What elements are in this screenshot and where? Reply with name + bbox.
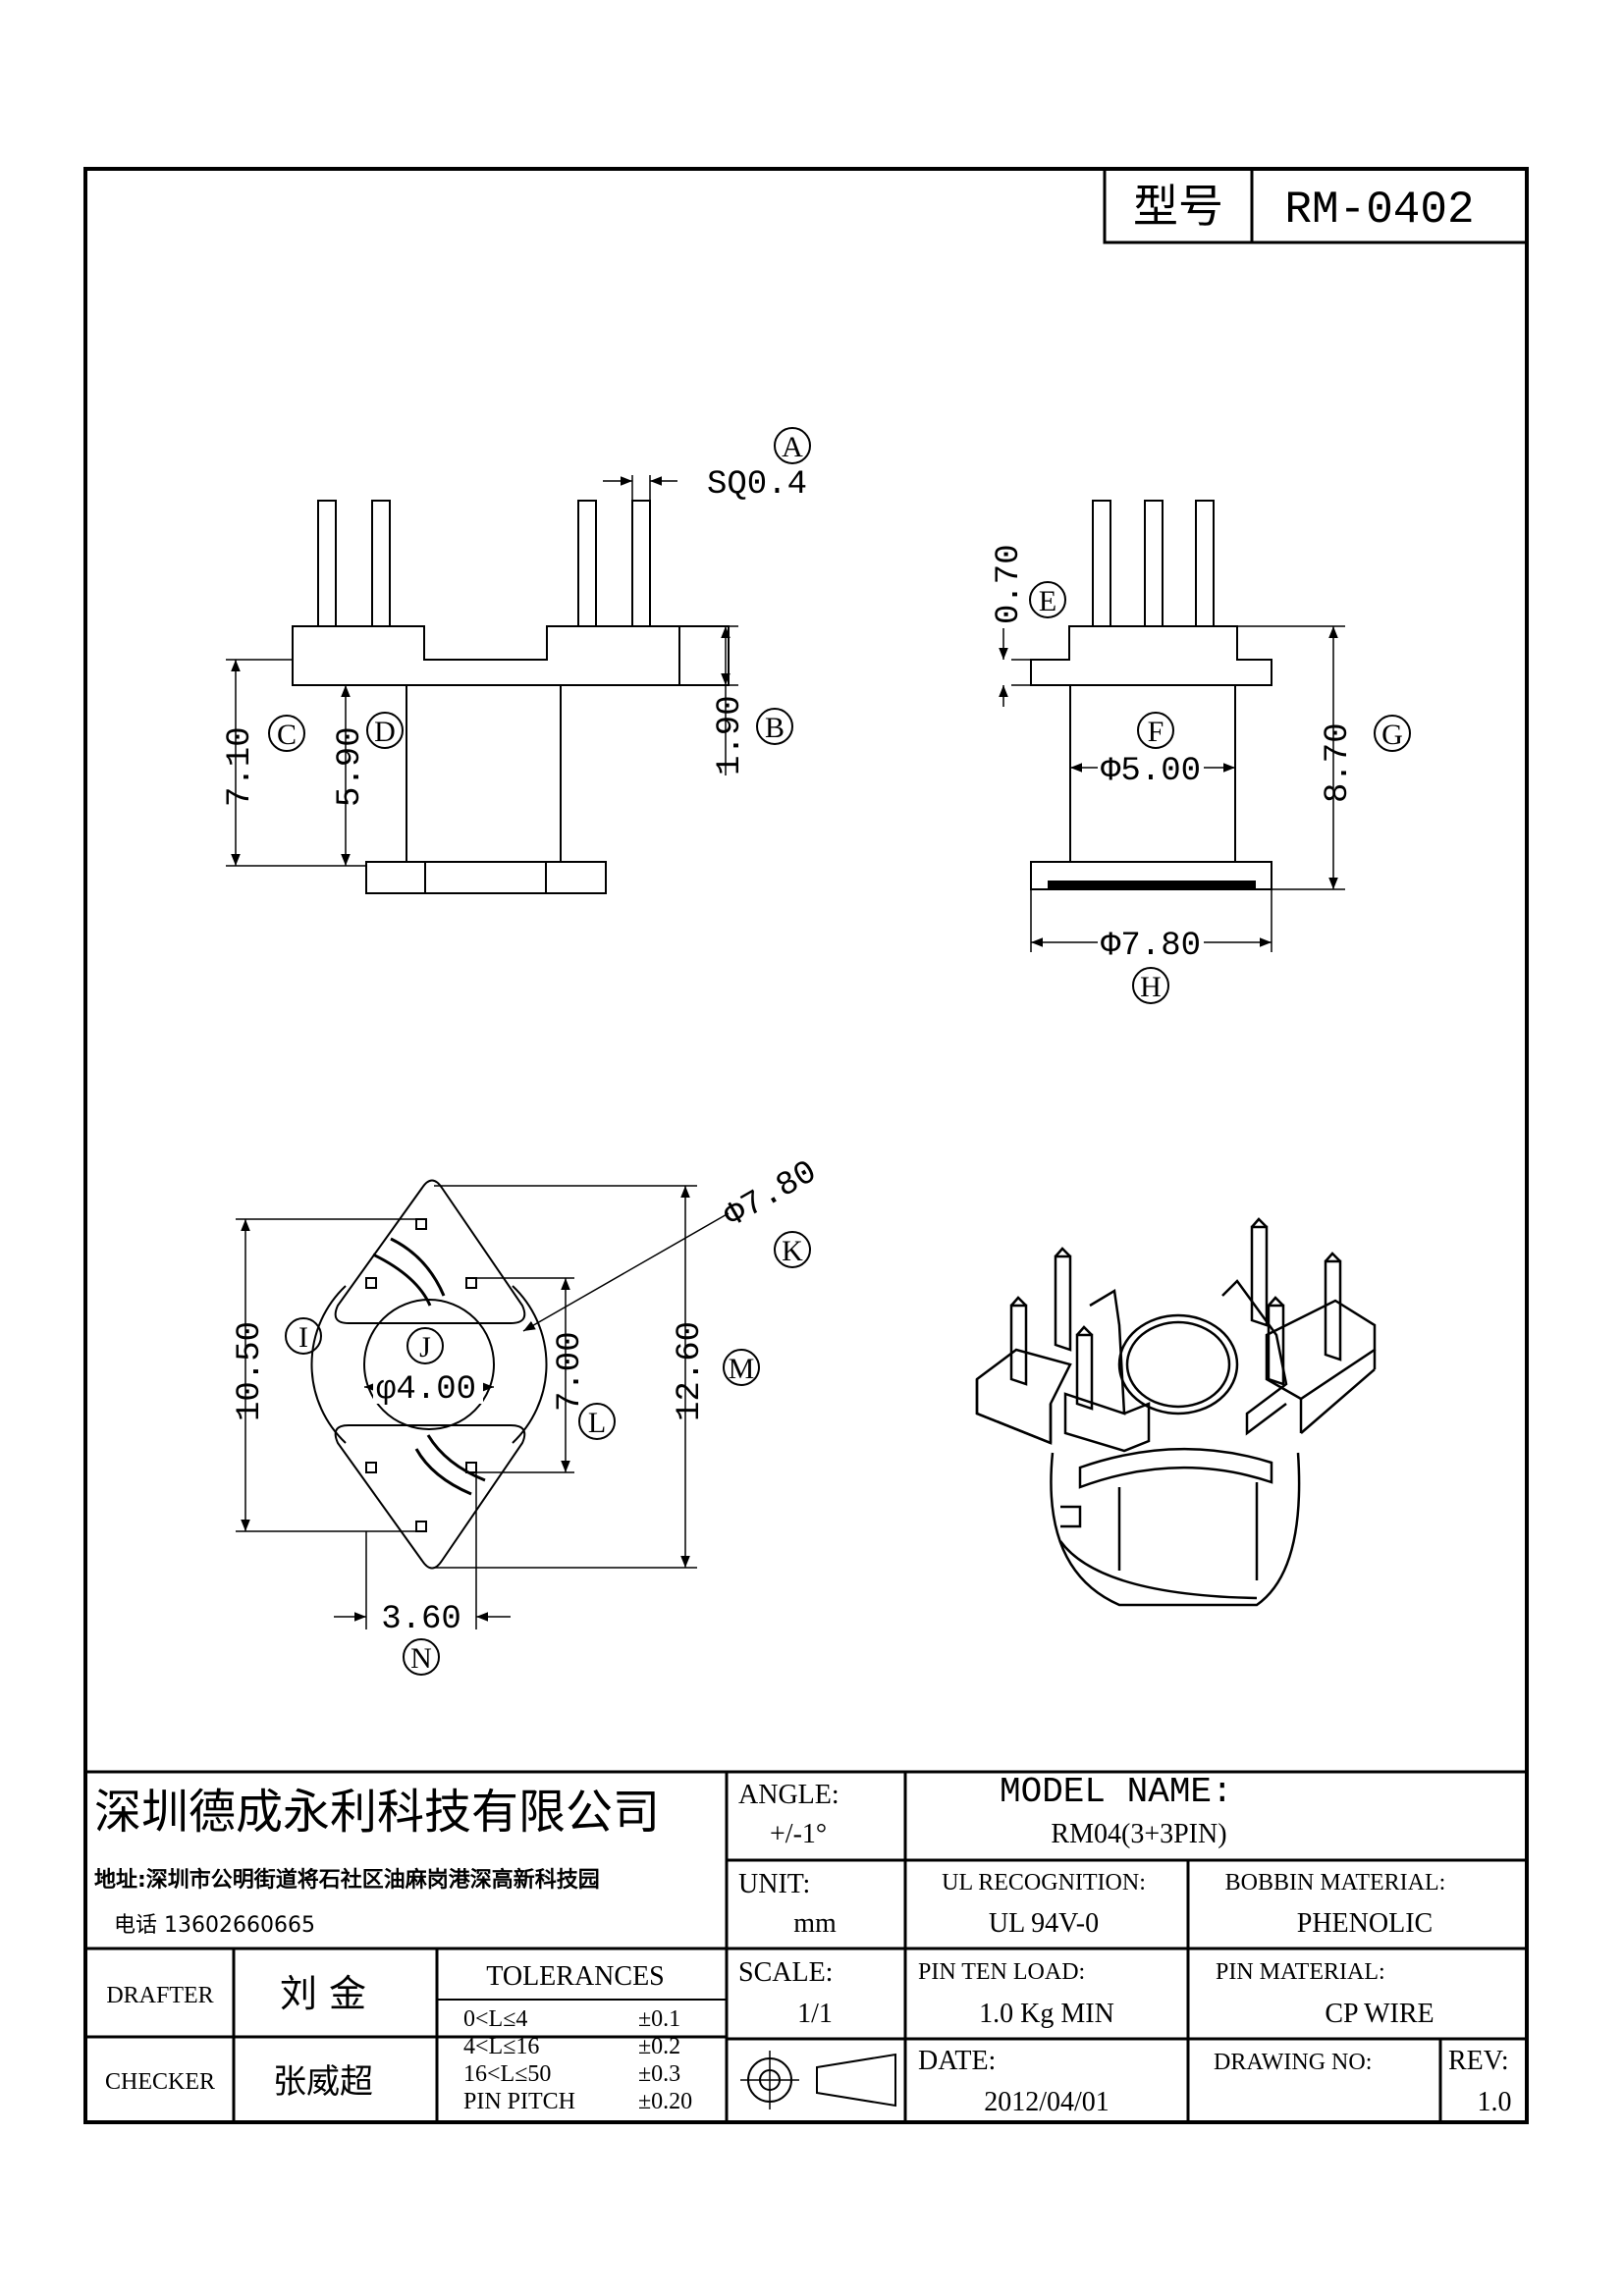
callout-f: F <box>1148 716 1164 748</box>
dim-d: 5.90 <box>332 726 369 807</box>
dim-m: 12.60 <box>672 1321 709 1421</box>
tolerance-value-3: ±0.3 <box>638 2061 680 2087</box>
company-name: 深圳德成永利科技有限公司 <box>94 1785 660 1840</box>
pin-material-value: CP WIRE <box>1325 1999 1434 2029</box>
tolerance-range-3: 16<L≤50 <box>463 2061 551 2087</box>
dim-l: 7.00 <box>552 1331 589 1412</box>
tolerance-value-4: ±0.20 <box>638 2089 692 2114</box>
dim-k: Φ7.80 <box>719 1154 824 1237</box>
tolerance-value-2: ±0.2 <box>638 2034 680 2059</box>
callout-l: L <box>588 1407 606 1439</box>
ul-value: UL 94V-0 <box>989 1908 1099 1939</box>
callout-d: D <box>374 716 396 748</box>
isometric-view <box>975 1217 1377 1607</box>
dim-i: 10.50 <box>232 1321 269 1421</box>
title-block <box>85 1770 1527 2122</box>
scale-label: SCALE: <box>738 1957 833 1988</box>
model-name-label: MODEL NAME: <box>1000 1772 1233 1812</box>
rev-label: REV: <box>1448 2046 1509 2076</box>
checker-value: 张威超 <box>273 2062 373 2102</box>
drawing-no-label: DRAWING NO: <box>1214 2050 1372 2075</box>
callout-i: I <box>298 1321 308 1354</box>
projection-symbol <box>740 2051 896 2109</box>
model-name-value: RM04(3+3PIN) <box>1051 1819 1226 1849</box>
tolerance-range-1: 0<L≤4 <box>463 2006 527 2032</box>
callout-n: N <box>410 1642 432 1675</box>
dim-sq: SQ0.4 <box>707 466 807 504</box>
ul-label: UL RECOGNITION: <box>942 1870 1146 1896</box>
tolerance-range-4: PIN PITCH <box>463 2089 575 2114</box>
date-value: 2012/04/01 <box>984 2087 1110 2117</box>
model-value: RM-0402 <box>1284 185 1474 236</box>
dim-j: φ4.00 <box>376 1371 476 1409</box>
tolerance-range-2: 4<L≤16 <box>463 2034 539 2059</box>
callout-k: K <box>782 1235 803 1267</box>
company-address: 地址:深圳市公明街道将石社区油麻岗港深高新科技园 <box>94 1867 600 1893</box>
pin-load-label: PIN TEN LOAD: <box>918 1959 1085 1985</box>
callout-b: B <box>765 712 785 744</box>
callout-h: H <box>1140 971 1162 1003</box>
callout-a: A <box>782 431 803 463</box>
top-view <box>236 1179 730 1629</box>
pin-material-label: PIN MATERIAL: <box>1216 1959 1385 1985</box>
callout-e: E <box>1039 585 1056 617</box>
side-view <box>999 500 1345 952</box>
unit-value: mm <box>793 1908 837 1939</box>
company-phone: 电话 13602660665 <box>114 1913 315 1938</box>
tolerance-value-1: ±0.1 <box>638 2006 680 2032</box>
unit-label: UNIT: <box>738 1869 810 1899</box>
bobbin-label: BOBBIN MATERIAL: <box>1225 1870 1446 1896</box>
date-label: DATE: <box>918 2046 996 2076</box>
angle-value: +/-1° <box>770 1819 827 1849</box>
drafter-value: 刘 金 <box>280 1972 366 2015</box>
dim-f: Φ5.00 <box>1101 753 1201 790</box>
dim-e: 0.70 <box>991 544 1028 624</box>
bobbin-value: PHENOLIC <box>1297 1908 1433 1939</box>
rev-value: 1.0 <box>1478 2087 1512 2117</box>
sheet-border <box>83 167 1529 2124</box>
dim-n: 3.60 <box>381 1601 461 1638</box>
drafter-label: DRAFTER <box>106 1983 213 2008</box>
callout-c: C <box>277 719 297 751</box>
callout-m: M <box>729 1353 755 1385</box>
model-label: 型号 <box>1133 180 1223 233</box>
model-header: 型号 RM-0402 <box>1103 167 1529 244</box>
checker-label: CHECKER <box>105 2069 215 2095</box>
front-view <box>226 475 738 894</box>
dim-h: Φ7.80 <box>1101 928 1201 965</box>
tolerances-label: TOLERANCES <box>486 1961 665 1992</box>
angle-label: ANGLE: <box>738 1780 839 1810</box>
callout-j: J <box>419 1331 431 1363</box>
callout-g: G <box>1381 719 1403 751</box>
scale-value: 1/1 <box>797 1999 833 2029</box>
dim-b: 1.90 <box>712 695 749 775</box>
pin-load-value: 1.0 Kg MIN <box>979 1999 1114 2029</box>
callouts <box>268 427 1411 1676</box>
dim-c: 7.10 <box>222 726 259 807</box>
dim-g: 8.70 <box>1320 722 1357 803</box>
